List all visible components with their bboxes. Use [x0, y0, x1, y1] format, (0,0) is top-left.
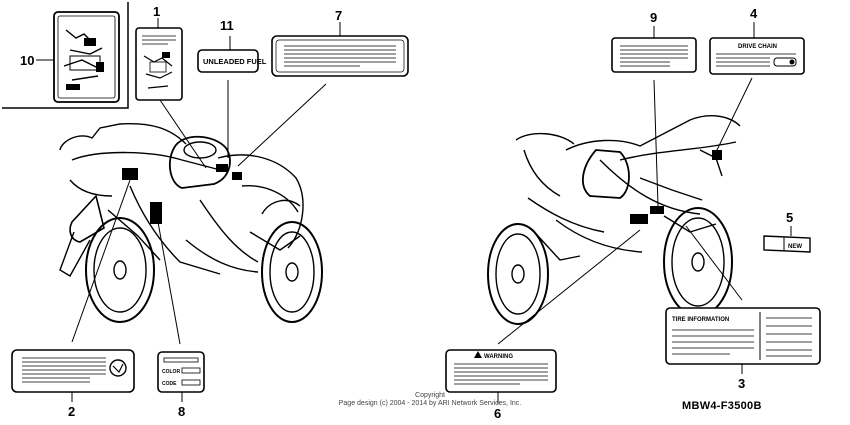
callout-3: 3 [738, 376, 745, 391]
unleaded-fuel-text: UNLEADED FUEL [203, 57, 267, 66]
label-4-location [712, 150, 722, 160]
label-10-group[interactable]: 10 [2, 2, 129, 109]
label-7-group[interactable]: 7 [237, 8, 409, 167]
warning-text: WARNING [484, 354, 513, 360]
new-text: NEW [788, 244, 802, 250]
callout-10: 10 [20, 53, 34, 68]
label-8-location [150, 202, 162, 224]
color-text: COLOR [162, 369, 180, 375]
tire-information-text: TIRE INFORMATION [672, 317, 729, 323]
label-2-group[interactable]: 2 [11, 179, 135, 419]
callout-2: 2 [68, 404, 75, 419]
label-9-location [650, 206, 664, 214]
copyright-line-2: Page design (c) 2004 - 2014 by ARI Netwo… [338, 400, 522, 407]
callout-9: 9 [650, 10, 657, 25]
callout-6: 6 [494, 406, 501, 421]
label-5-group[interactable]: NEW 5 [763, 210, 811, 253]
label-9-group[interactable]: 9 [611, 10, 697, 207]
callout-5: 5 [786, 210, 793, 225]
label-3-location [630, 214, 648, 224]
drive-chain-text: DRIVE CHAIN [738, 44, 777, 50]
code-text: CODE [162, 381, 177, 387]
callout-4: 4 [750, 6, 758, 21]
motorcycle-right [487, 115, 741, 325]
diagram-part-code: MBW4-F3500B [682, 400, 762, 412]
callout-11: 11 [220, 18, 234, 33]
label-6-group[interactable]: WARNING 6 [445, 229, 641, 421]
callout-8: 8 [178, 404, 185, 419]
copyright-line-1: Copyright [415, 392, 445, 399]
motorcycle-left [59, 122, 323, 323]
label-11-location [216, 164, 228, 172]
label-7-location [232, 172, 242, 180]
label-8-group[interactable]: COLOR CODE 8 [157, 221, 205, 419]
copyright-notice: Copyright Page design (c) 2004 - 2014 by… [300, 392, 560, 408]
callout-1: 1 [153, 4, 160, 19]
label-2-location-left [122, 168, 138, 180]
callout-7: 7 [335, 8, 342, 23]
label-3-group[interactable]: TIRE INFORMATION 3 [665, 225, 821, 391]
label-11-group[interactable]: UNLEADED FUEL 11 [197, 18, 267, 158]
label-4-group[interactable]: DRIVE CHAIN 4 [709, 6, 805, 153]
label-1-group[interactable]: 1 [135, 4, 207, 169]
